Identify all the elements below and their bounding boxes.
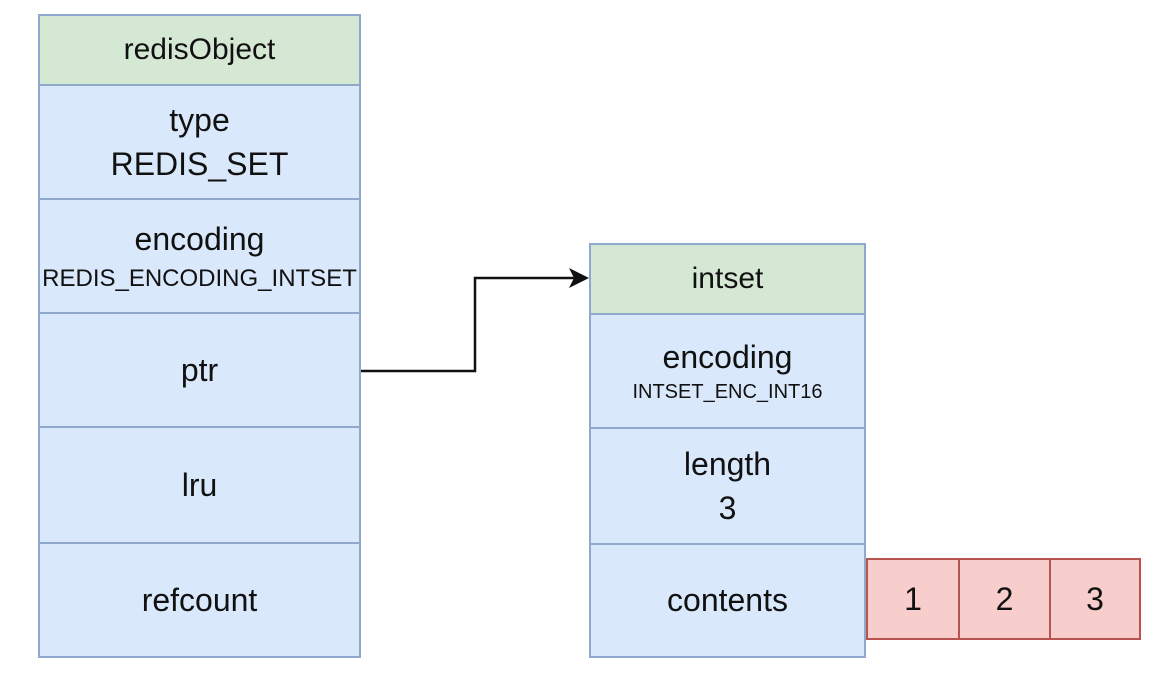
intset-encoding-value: INTSET_ENC_INT16 — [632, 381, 823, 404]
redisobject-encoding-field: encoding REDIS_ENCODING_INTSET — [38, 198, 361, 314]
contents-label: contents — [667, 582, 788, 619]
redisobject-refcount-field: refcount — [38, 542, 361, 658]
contents-value: 3 — [1086, 580, 1104, 617]
type-value: REDIS_SET — [110, 146, 289, 182]
arrowhead-icon — [569, 268, 589, 288]
intset-encoding-label: encoding — [662, 339, 793, 376]
ptr-label: ptr — [180, 351, 219, 388]
redisobject-ptr-field: ptr — [38, 312, 361, 428]
intset-contents-field: contents — [589, 543, 866, 658]
length-label: length — [683, 445, 772, 482]
contents-value: 1 — [904, 580, 922, 617]
ptr-to-intset-arrow — [361, 276, 575, 373]
intset-title: intset — [691, 262, 764, 295]
length-value: 3 — [718, 490, 737, 526]
redisobject-header: redisObject — [38, 14, 361, 86]
contents-value: 2 — [995, 580, 1014, 617]
encoding-value: REDIS_ENCODING_INTSET — [42, 264, 357, 292]
lru-label: lru — [181, 466, 218, 503]
encoding-label: encoding — [134, 221, 265, 258]
intset-header: intset — [589, 243, 866, 315]
intset-encoding-field: encoding INTSET_ENC_INT16 — [589, 313, 866, 429]
contents-element: 3 — [1049, 558, 1141, 640]
type-label: type — [169, 101, 230, 138]
contents-element: 2 — [958, 558, 1051, 640]
redisobject-title: redisObject — [123, 33, 276, 66]
contents-element: 1 — [866, 558, 960, 640]
redisobject-lru-field: lru — [38, 426, 361, 544]
refcount-label: refcount — [141, 581, 258, 618]
